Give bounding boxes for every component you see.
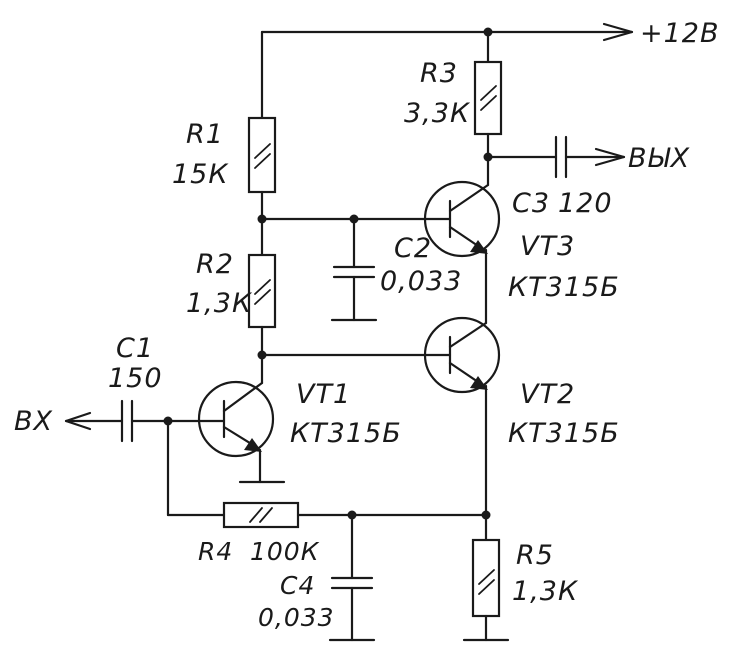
vt2-name: VT2 bbox=[520, 379, 575, 410]
output-label: ВЫХ bbox=[628, 143, 690, 174]
resistor-r5 bbox=[462, 538, 510, 642]
vt3-base-line bbox=[260, 214, 452, 269]
supply-label: +12В bbox=[640, 18, 720, 49]
c1-value: 150 bbox=[108, 363, 163, 394]
transistor-vt3 bbox=[423, 180, 501, 325]
r2-name: R2 bbox=[196, 249, 234, 280]
r1-name: R1 bbox=[186, 119, 224, 150]
vt2-type: КТ315Б bbox=[508, 418, 620, 449]
r1-value: 15К bbox=[172, 159, 229, 190]
r3-value: 3,3К bbox=[404, 98, 471, 129]
c4-name: C4 bbox=[280, 571, 315, 600]
r4-value: 100К bbox=[250, 537, 320, 566]
r2-value: 1,3К bbox=[186, 288, 253, 319]
r5-value: 1,3К bbox=[512, 576, 579, 607]
resistor-r2 bbox=[247, 253, 277, 385]
r5-name: R5 bbox=[516, 540, 554, 571]
resistor-r4 bbox=[166, 501, 488, 529]
transistor-vt2 bbox=[423, 316, 501, 542]
c3-name: C3 bbox=[512, 188, 550, 219]
vt1-name: VT1 bbox=[296, 379, 351, 410]
r4-name: R4 bbox=[198, 537, 233, 566]
vt3-name: VT3 bbox=[520, 231, 575, 262]
capacitor-c4 bbox=[328, 513, 376, 642]
resistor-r3 bbox=[473, 60, 503, 187]
capacitor-c3 bbox=[486, 135, 626, 179]
c2-value: 0,033 bbox=[380, 266, 462, 297]
transistor-vt1 bbox=[197, 380, 286, 484]
supply-rail bbox=[260, 22, 634, 120]
input-capacitor-c1 bbox=[64, 399, 226, 517]
c4-value: 0,033 bbox=[258, 603, 335, 632]
capacitor-c2 bbox=[330, 265, 378, 322]
input-label: ВХ bbox=[14, 406, 53, 437]
vt3-type: КТ315Б bbox=[508, 272, 620, 303]
c1-name: C1 bbox=[116, 333, 154, 364]
c3-value: 120 bbox=[558, 188, 613, 219]
vt1-type: КТ315Б bbox=[290, 418, 402, 449]
c2-name: C2 bbox=[394, 233, 432, 264]
r3-name: R3 bbox=[420, 58, 458, 89]
resistor-r1 bbox=[247, 116, 277, 257]
